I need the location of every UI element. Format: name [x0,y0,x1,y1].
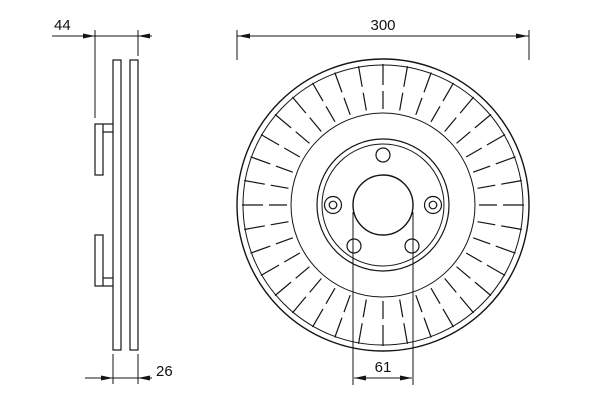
vent-slot [357,299,367,344]
vent-slot [250,156,293,173]
outer-diameter-circle [236,58,530,352]
vent-slot [444,96,475,132]
arrowhead [238,33,250,39]
dimension-disc-thickness: 26 [85,354,173,384]
vent-slots [242,64,524,346]
vent-slot [260,252,301,277]
vent-slot [274,113,310,144]
vent-slot [311,287,336,328]
vent-slot [399,299,409,344]
vent-slot [291,278,322,314]
vent-slot [444,278,475,314]
bolt-hole-left-outer [323,195,343,215]
vent-slot [357,66,367,111]
front-view [236,58,530,352]
bolt-hole-right-inner [428,200,438,210]
center-bore-circle [352,174,414,236]
bolt-hole-bottom-left [346,238,362,254]
dim-label-300: 300 [370,17,395,34]
section-view [94,59,139,351]
dimension-center-bore: 61 [352,212,414,385]
arrowhead [354,375,366,381]
vent-slot [430,287,455,328]
arrowhead [516,33,528,39]
vent-slot [244,179,289,189]
dimension-outer-diameter: 300 [236,17,530,60]
bolt-hole-right-outer [423,195,443,215]
bolt-hole-bottom-right [404,238,420,254]
hub-outer-circle [316,138,450,272]
arrowhead [101,375,113,381]
arrowhead [138,375,150,381]
hub-inner-circle [321,143,445,267]
vent-slot [477,221,522,231]
dim-label-44: 44 [54,17,71,34]
vent-slot [311,82,336,123]
vent-slot [260,133,301,158]
vent-slot [291,96,322,132]
vent-slot [244,221,289,231]
vent-slot [250,237,293,254]
arrowhead [138,33,150,39]
vent-slot [399,66,409,111]
outboard-plate [129,59,139,351]
vent-slot [477,179,522,189]
vent-slot [415,295,432,338]
vent-slot [334,72,351,115]
vent-slot [456,113,492,144]
dimension-overall-width: 44 [52,17,152,118]
vent-slot [415,72,432,115]
vent-slot [430,82,455,123]
vent-slot [334,295,351,338]
arrowhead [400,375,412,381]
vent-slot [465,133,506,158]
arrowhead [83,33,95,39]
dim-label-61: 61 [375,359,392,376]
vent-slot [456,266,492,297]
mounting-face-upper [94,123,104,176]
inboard-plate [112,59,122,351]
vent-slot [473,156,516,173]
mounting-face-lower [94,234,104,287]
friction-ring-inner-circle [290,112,476,298]
vent-slot [473,237,516,254]
vent-slot [465,252,506,277]
dim-label-26: 26 [156,363,173,380]
bolt-hole-left-inner [328,200,338,210]
bolt-hole-top [375,147,391,163]
vent-slot [274,266,310,297]
